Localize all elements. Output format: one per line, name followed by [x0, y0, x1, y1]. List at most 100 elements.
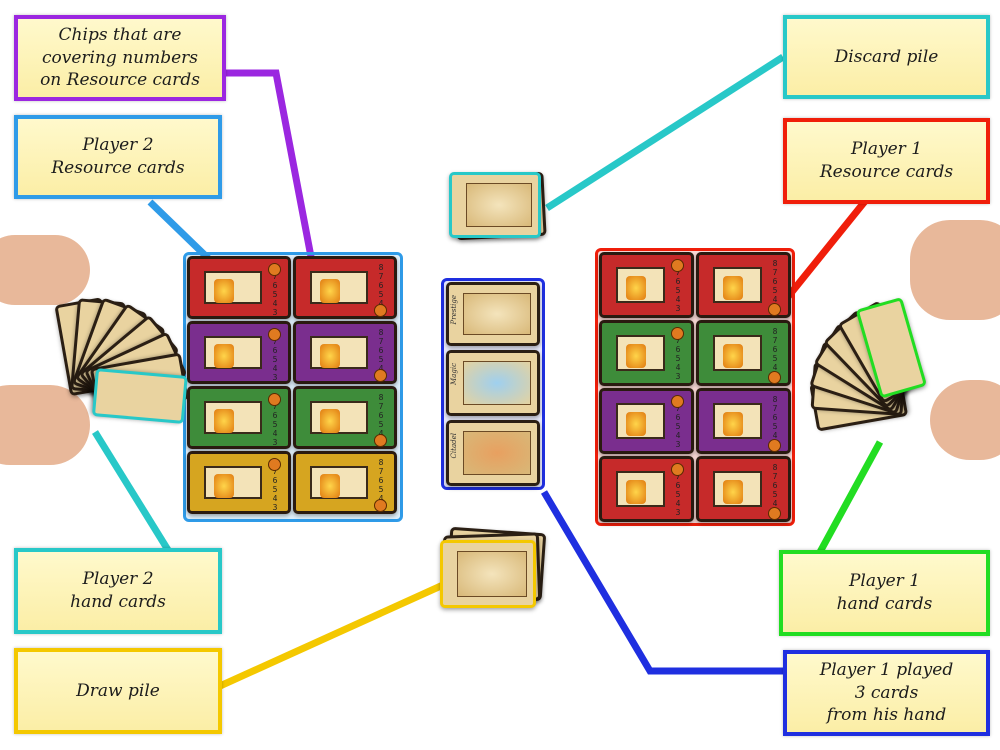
resource-number: 5: [675, 354, 681, 363]
resource-number: 7: [772, 472, 778, 481]
resource-number: 6: [272, 346, 278, 355]
p1-resource-card[interactable]: 876543: [599, 252, 694, 318]
resource-number: 5: [675, 286, 681, 295]
resource-number: 7: [272, 337, 278, 346]
resource-chip[interactable]: [374, 304, 387, 317]
resource-icon: [214, 343, 234, 368]
resource-icon: [320, 343, 340, 368]
resource-number: 8: [772, 327, 778, 336]
p1-resource-card[interactable]: 876543: [599, 388, 694, 454]
resource-icon: [626, 480, 646, 504]
resource-chip[interactable]: [768, 371, 781, 384]
magic-card-name: Magic: [450, 363, 458, 385]
resource-chip[interactable]: [268, 458, 281, 471]
resource-number: 4: [379, 494, 384, 503]
resource-number: 6: [675, 345, 681, 354]
played-card-citadel[interactable]: Citadel: [446, 420, 540, 486]
resource-number: 6: [675, 277, 681, 286]
resource-chip[interactable]: [671, 259, 684, 272]
resource-number: 5: [272, 290, 278, 299]
resource-number: 4: [272, 429, 278, 438]
resource-chip[interactable]: [268, 263, 281, 276]
label-p1-hand-text: Player 1 hand cards: [836, 571, 933, 614]
resource-chip[interactable]: [374, 369, 387, 382]
resource-number: 4: [379, 299, 384, 308]
resource-number: 6: [675, 413, 681, 422]
resource-chip[interactable]: [374, 434, 387, 447]
resource-number: 7: [378, 402, 384, 411]
p1-hand-skin-bottom: [930, 380, 1000, 460]
label-chips: Chips that are covering numbers on Resou…: [14, 15, 226, 101]
resource-number: 3: [675, 304, 681, 313]
p2-resource-card[interactable]: 876543: [187, 386, 291, 449]
draw-connector: [218, 581, 445, 690]
resource-icon: [214, 473, 234, 498]
resource-chip[interactable]: [768, 507, 781, 520]
resource-chip[interactable]: [671, 395, 684, 408]
p1-resource-card[interactable]: 876543: [599, 456, 694, 522]
resource-number: 5: [378, 355, 384, 364]
resource-number: 4: [675, 431, 681, 440]
resource-number: 7: [378, 337, 384, 346]
p1-resource-card[interactable]: 876543: [696, 388, 791, 454]
p2-hand-card[interactable]: [91, 368, 188, 424]
label-p1-hand: Player 1 hand cards: [779, 550, 990, 636]
played-card-magic[interactable]: Magic: [446, 350, 540, 416]
p2-resource-card[interactable]: 876543: [293, 321, 397, 384]
p2-resource-card[interactable]: 876543: [293, 386, 397, 449]
draw-pile[interactable]: [436, 526, 552, 614]
p2-hand-skin-bottom: [0, 385, 90, 465]
resource-number: 6: [772, 413, 778, 422]
p1-resource-card[interactable]: 876543: [696, 320, 791, 386]
resource-number: 4: [772, 363, 778, 372]
p2-resource-card[interactable]: 876543: [187, 321, 291, 384]
resource-number: 7: [675, 404, 681, 413]
p2-resource-card[interactable]: 876543: [187, 256, 291, 319]
label-draw-text: Draw pile: [76, 680, 160, 701]
p2-resource-card[interactable]: 876543: [293, 451, 397, 514]
p1-resource-card[interactable]: 876543: [696, 252, 791, 318]
resource-number: 5: [675, 422, 681, 431]
resource-number: 7: [675, 336, 681, 345]
resource-number: 7: [272, 467, 278, 476]
resource-number: 6: [772, 481, 778, 490]
p1-resource-card[interactable]: 876543: [696, 456, 791, 522]
resource-number: 3: [675, 372, 681, 381]
discard-connector: [545, 54, 785, 211]
resource-chip[interactable]: [768, 303, 781, 316]
resource-number: 6: [772, 277, 778, 286]
p1-hand-skin-top: [910, 220, 1000, 320]
prestige-card-name: Prestige: [450, 295, 458, 325]
resource-chip[interactable]: [768, 439, 781, 452]
resource-number: 5: [272, 355, 278, 364]
resource-chip[interactable]: [374, 499, 387, 512]
resource-number: 8: [378, 458, 384, 467]
resource-number: 8: [378, 328, 384, 337]
citadel-card-art: [463, 431, 531, 475]
discard-card-top[interactable]: [449, 172, 541, 238]
resource-number: 7: [772, 404, 778, 413]
discard-pile[interactable]: [447, 171, 551, 242]
p2-resource-card[interactable]: 876543: [187, 451, 291, 514]
resource-number: 7: [272, 272, 278, 281]
resource-icon: [723, 412, 743, 436]
resource-chip[interactable]: [268, 393, 281, 406]
played-card-prestige[interactable]: Prestige: [446, 282, 540, 346]
resource-number: 8: [378, 393, 384, 402]
resource-number: 6: [272, 411, 278, 420]
resource-number: 5: [772, 354, 778, 363]
resource-icon: [320, 278, 340, 303]
resource-number: 8: [772, 259, 778, 268]
p1-resource-card[interactable]: 876543: [599, 320, 694, 386]
resource-chip[interactable]: [671, 327, 684, 340]
resource-chip[interactable]: [671, 463, 684, 476]
draw-card-top[interactable]: [440, 540, 536, 608]
resource-number: 8: [772, 463, 778, 472]
resource-number: 4: [379, 429, 384, 438]
resource-number: 7: [378, 467, 384, 476]
p2-resource-card[interactable]: 876543: [293, 256, 397, 319]
resource-number: 6: [772, 345, 778, 354]
resource-chip[interactable]: [268, 328, 281, 341]
resource-number: 6: [378, 411, 384, 420]
citadel-card-name: Citadel: [450, 433, 458, 459]
